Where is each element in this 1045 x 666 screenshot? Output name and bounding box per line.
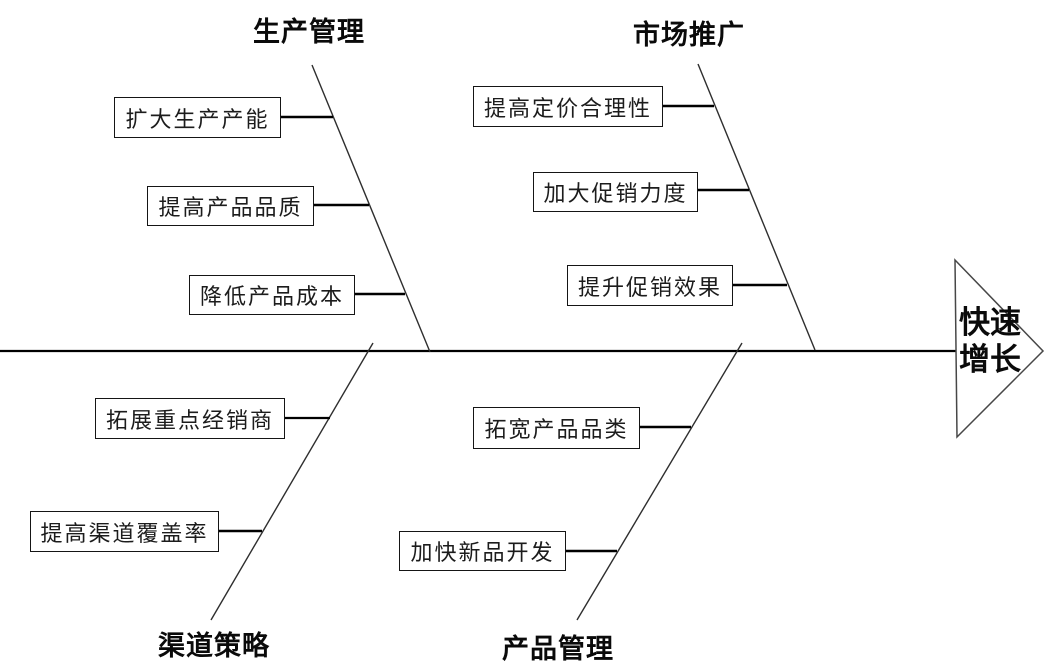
branch-title-channel: 渠道策略 [158, 631, 270, 662]
branch-line-production [311, 64, 431, 353]
branch-line-marketing [697, 63, 816, 351]
branch-line-product [576, 342, 743, 621]
branch-title-marketing: 市场推广 [633, 20, 745, 51]
effect-label-line2: 增长 [959, 342, 1021, 378]
effect-arrowhead [954, 258, 1045, 439]
effect-label-line1: 快速 [959, 305, 1021, 341]
branch-title-product: 产品管理 [502, 634, 614, 665]
cause-box-reduce-cost: 降低产品成本 [189, 275, 355, 315]
cause-box-channel-coverage: 提高渠道覆盖率 [30, 511, 219, 552]
cause-box-expand-capacity: 扩大生产产能 [114, 97, 281, 138]
cause-box-improve-quality: 提高产品品质 [147, 186, 314, 226]
cause-box-key-distributors: 拓展重点经销商 [95, 398, 285, 439]
effect-label: 快速 增长 [954, 305, 1026, 379]
cause-box-widen-categories: 拓宽产品品类 [473, 407, 640, 449]
branch-title-production: 生产管理 [253, 17, 365, 48]
cause-box-speed-development: 加快新品开发 [399, 531, 566, 571]
cause-box-promotion-effect: 提升促销效果 [567, 265, 733, 306]
branch-line-channel [210, 342, 374, 621]
cause-box-increase-promotion: 加大促销力度 [533, 172, 698, 212]
cause-box-pricing-rationality: 提高定价合理性 [473, 86, 663, 127]
